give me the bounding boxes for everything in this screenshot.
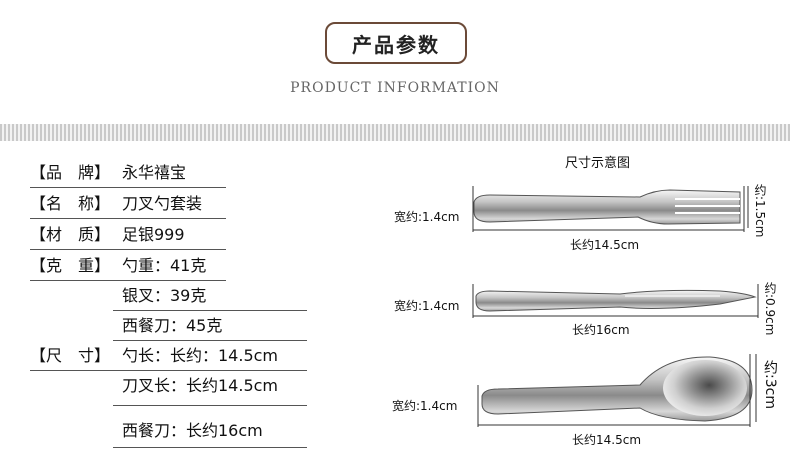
spoon-height-label: 约:3cm bbox=[762, 360, 778, 409]
spec-brand-label: 【品 牌】 bbox=[30, 163, 111, 182]
spec-weight: 【克 重】勺重：41克 bbox=[30, 256, 206, 276]
fork-length-label: 长约14.5cm bbox=[570, 238, 640, 252]
spoon-icon bbox=[481, 356, 753, 422]
knife-width-label: 宽约:1.4cm bbox=[394, 299, 460, 313]
spec-weight-knife: 西餐刀：45克 bbox=[122, 316, 223, 335]
spec-divider bbox=[30, 249, 226, 250]
fork-width-label: 宽约:1.4cm bbox=[394, 210, 460, 224]
spoon-length-label: 长约14.5cm bbox=[572, 433, 642, 447]
fork-icon bbox=[473, 189, 741, 225]
spec-material-label: 【材 质】 bbox=[30, 225, 111, 244]
spec-size-spoon: 勺长：长约：14.5cm bbox=[122, 346, 279, 365]
divider-band bbox=[0, 124, 790, 141]
spec-size-forkknife: 刀叉长：长约14.5cm bbox=[122, 376, 279, 395]
spec-material-value: 足银999 bbox=[122, 225, 185, 244]
spec-size-knife: 西餐刀：长约16cm bbox=[122, 421, 263, 440]
spec-divider bbox=[30, 280, 226, 281]
spec-name: 【名 称】刀叉勺套装 bbox=[30, 194, 202, 214]
spec-size-label: 【尺 寸】 bbox=[30, 346, 111, 365]
spec-divider bbox=[30, 370, 307, 371]
spec-size: 【尺 寸】勺长：长约：14.5cm bbox=[30, 346, 278, 366]
page-subtitle: PRODUCT INFORMATION bbox=[290, 80, 500, 96]
spec-brand-value: 永华禧宝 bbox=[122, 163, 187, 182]
spec-divider bbox=[30, 187, 226, 188]
spec-divider bbox=[113, 405, 307, 406]
knife-icon bbox=[475, 289, 757, 312]
page-title: 产品参数 bbox=[325, 22, 467, 64]
spec-divider bbox=[113, 447, 307, 448]
spec-name-label: 【名 称】 bbox=[30, 194, 111, 213]
spec-weight-spoon: 勺重：41克 bbox=[122, 256, 207, 275]
spec-divider bbox=[113, 340, 307, 341]
spec-weight-fork: 银叉：39克 bbox=[122, 286, 207, 305]
spoon-width-label: 宽约:1.4cm bbox=[392, 399, 458, 413]
spec-divider bbox=[30, 218, 226, 219]
spec-brand: 【品 牌】永华禧宝 bbox=[30, 163, 186, 183]
knife-length-label: 长约16cm bbox=[572, 323, 630, 337]
fork-height-label: 约:1.5cm bbox=[753, 184, 767, 238]
spec-name-value: 刀叉勺套装 bbox=[122, 194, 203, 213]
spec-material: 【材 质】足银999 bbox=[30, 225, 185, 245]
knife-height-label: 约:0.9cm bbox=[763, 282, 777, 336]
spec-divider bbox=[113, 310, 307, 311]
spec-weight-label: 【克 重】 bbox=[30, 256, 111, 275]
diagram-title: 尺寸示意图 bbox=[565, 156, 631, 171]
